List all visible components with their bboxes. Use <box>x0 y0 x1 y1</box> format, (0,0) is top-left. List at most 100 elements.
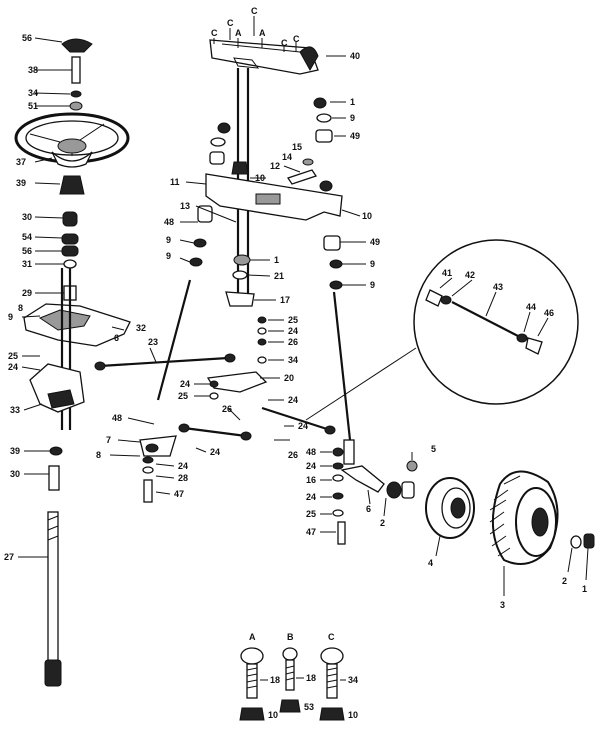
callout-label: 27 <box>4 552 14 562</box>
callout-label: 34 <box>288 355 298 365</box>
callout-label: 9 <box>166 235 171 245</box>
callout-label: C <box>227 18 234 28</box>
callout-label: 24 <box>306 461 316 471</box>
callout-label: 56 <box>22 246 32 256</box>
callout-label: 9 <box>350 113 355 123</box>
callout-label: 47 <box>174 489 184 499</box>
bolt-letter: C <box>328 632 335 642</box>
callout-label: 13 <box>180 201 190 211</box>
axle-assembly <box>189 39 343 307</box>
callout-label: 14 <box>282 152 292 162</box>
callout-label: 24 <box>180 379 190 389</box>
callout-label: C <box>211 28 218 38</box>
callout-label: 38 <box>28 65 38 75</box>
wheel-rim <box>425 477 475 539</box>
washer <box>70 90 82 98</box>
callout-label: A <box>235 28 242 38</box>
callout-label: 37 <box>16 157 26 167</box>
tie-rod-detail-inset: 41 42 43 44 46 <box>305 239 579 421</box>
callout-label: 41 <box>442 268 452 278</box>
cap-bolt <box>71 56 81 84</box>
callout-label: 54 <box>22 232 32 242</box>
callout-label: 48 <box>112 413 122 423</box>
callout-label: 6 <box>366 504 371 514</box>
tire <box>489 470 559 565</box>
callout-label: 7 <box>106 435 111 445</box>
nut <box>69 101 83 111</box>
linkage-assembly <box>94 279 336 503</box>
steering-cap <box>61 38 93 53</box>
callout-label: 30 <box>10 469 20 479</box>
callout-label: 4 <box>428 558 433 568</box>
wheel-assembly <box>332 291 595 565</box>
axle-callouts: C C C A A C C 40 1 9 49 15 14 12 10 11 1… <box>164 6 380 305</box>
callout-label: 32 <box>136 323 146 333</box>
callout-label: 10 <box>362 211 372 221</box>
callout-label: 9 <box>8 312 13 322</box>
callout-label: 12 <box>270 161 280 171</box>
steering-assembly <box>14 38 131 687</box>
callout-label: 46 <box>544 308 554 318</box>
callout-label: C <box>251 6 258 16</box>
callout-label: 25 <box>288 315 298 325</box>
steering-shaft <box>47 511 59 663</box>
bushing-30 <box>62 211 78 227</box>
callout-label: 48 <box>164 217 174 227</box>
bolt-size: 34 <box>348 675 358 685</box>
callout-label: 48 <box>306 447 316 457</box>
callout-label: 24 <box>298 421 308 431</box>
callout-label: 28 <box>178 473 188 483</box>
lower-bearing <box>49 446 63 456</box>
callout-label: 24 <box>288 395 298 405</box>
callout-label: 15 <box>292 142 302 152</box>
callout-label: 51 <box>28 101 38 111</box>
callout-label: 8 <box>18 303 23 313</box>
bolt-size: 18 <box>270 675 280 685</box>
callout-label: 23 <box>148 337 158 347</box>
callout-label: C <box>293 34 300 44</box>
callout-label: 20 <box>284 373 294 383</box>
callout-label: 8 <box>96 450 101 460</box>
callout-label: 24 <box>210 447 220 457</box>
callout-label: 30 <box>22 212 32 222</box>
callout-label: 26 <box>288 450 298 460</box>
callout-label: 39 <box>10 446 20 456</box>
nut-size: 10 <box>348 710 358 720</box>
callout-label: 6 <box>114 333 119 343</box>
callout-label: 1 <box>350 97 355 107</box>
pivot-pin <box>286 169 318 185</box>
callout-label: 5 <box>431 444 436 454</box>
callout-label: 25 <box>306 509 316 519</box>
callout-label: 2 <box>380 518 385 528</box>
callout-label: 24 <box>306 492 316 502</box>
callout-label: 16 <box>306 475 316 485</box>
callout-label: 1 <box>582 584 587 594</box>
callout-label: 24 <box>8 362 18 372</box>
wheel-callouts: 48 24 16 24 25 47 5 2 6 4 3 2 1 <box>306 444 589 610</box>
bolt-letter: B <box>287 632 294 642</box>
axle-slot <box>255 193 281 205</box>
callout-label: 25 <box>8 351 18 361</box>
bushing-54 <box>61 233 79 245</box>
bolt-legend: A 18 10 B 18 53 C 34 10 <box>239 632 358 721</box>
callout-label: 2 <box>562 576 567 586</box>
nut-size: 10 <box>268 710 278 720</box>
callout-label: 24 <box>288 326 298 336</box>
callout-label: 17 <box>280 295 290 305</box>
callout-label: 29 <box>22 288 32 298</box>
bolt-size: 18 <box>306 673 316 683</box>
callout-label: 9 <box>370 280 375 290</box>
bushing-56 <box>61 245 79 257</box>
callout-label: 24 <box>178 461 188 471</box>
callout-label: 42 <box>465 270 475 280</box>
nut-size: 53 <box>304 702 314 712</box>
callout-label: 1 <box>274 255 279 265</box>
callout-label: 44 <box>526 302 536 312</box>
callout-label: C <box>281 38 288 48</box>
callout-label: 47 <box>306 527 316 537</box>
callout-label: 39 <box>16 178 26 188</box>
callout-label: 33 <box>10 405 20 415</box>
lower-bolt <box>48 465 60 491</box>
pin-washer <box>302 158 314 166</box>
